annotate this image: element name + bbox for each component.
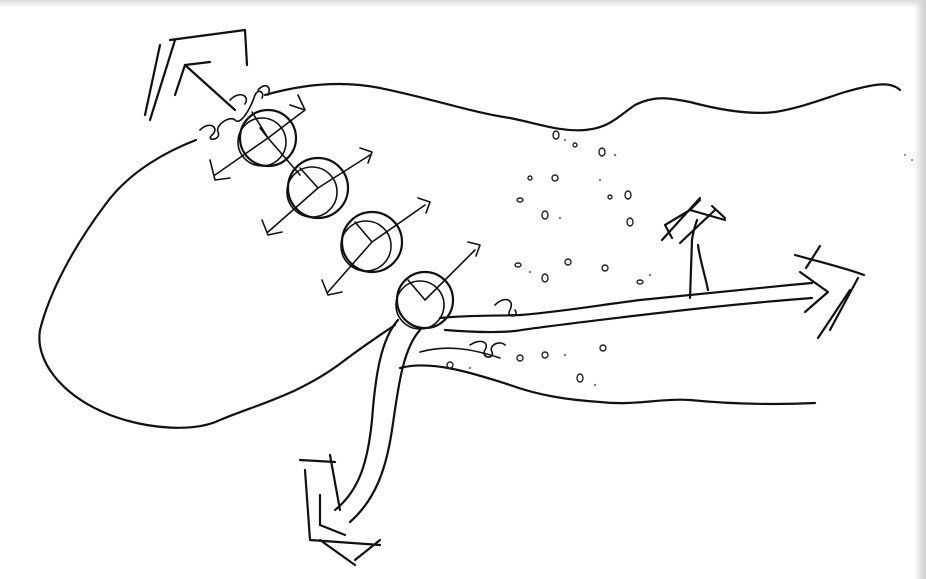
arrow-right-head: [800, 272, 828, 312]
down-channel-left: [335, 320, 398, 510]
land-outline: [39, 140, 395, 428]
wave-marks-3: [495, 300, 516, 316]
down-channel-right: [350, 330, 420, 522]
topleft-arrow-head: [175, 62, 210, 95]
branch-up-head: [665, 200, 725, 238]
pebble-field: [447, 131, 913, 386]
land-top-ridge: [265, 84, 900, 130]
land-lower-bank: [400, 365, 815, 404]
branch-up-line-2: [698, 245, 708, 290]
path-upper-line: [440, 283, 812, 318]
sheet-right-shadow: [914, 0, 926, 579]
node-1: [210, 95, 305, 180]
arrow-right-bar: [795, 255, 864, 275]
down-arrow-bars: [300, 455, 380, 565]
topleft-arrow-shaft: [185, 65, 235, 110]
node-3: [322, 198, 430, 295]
down-arrow-head: [320, 495, 345, 535]
